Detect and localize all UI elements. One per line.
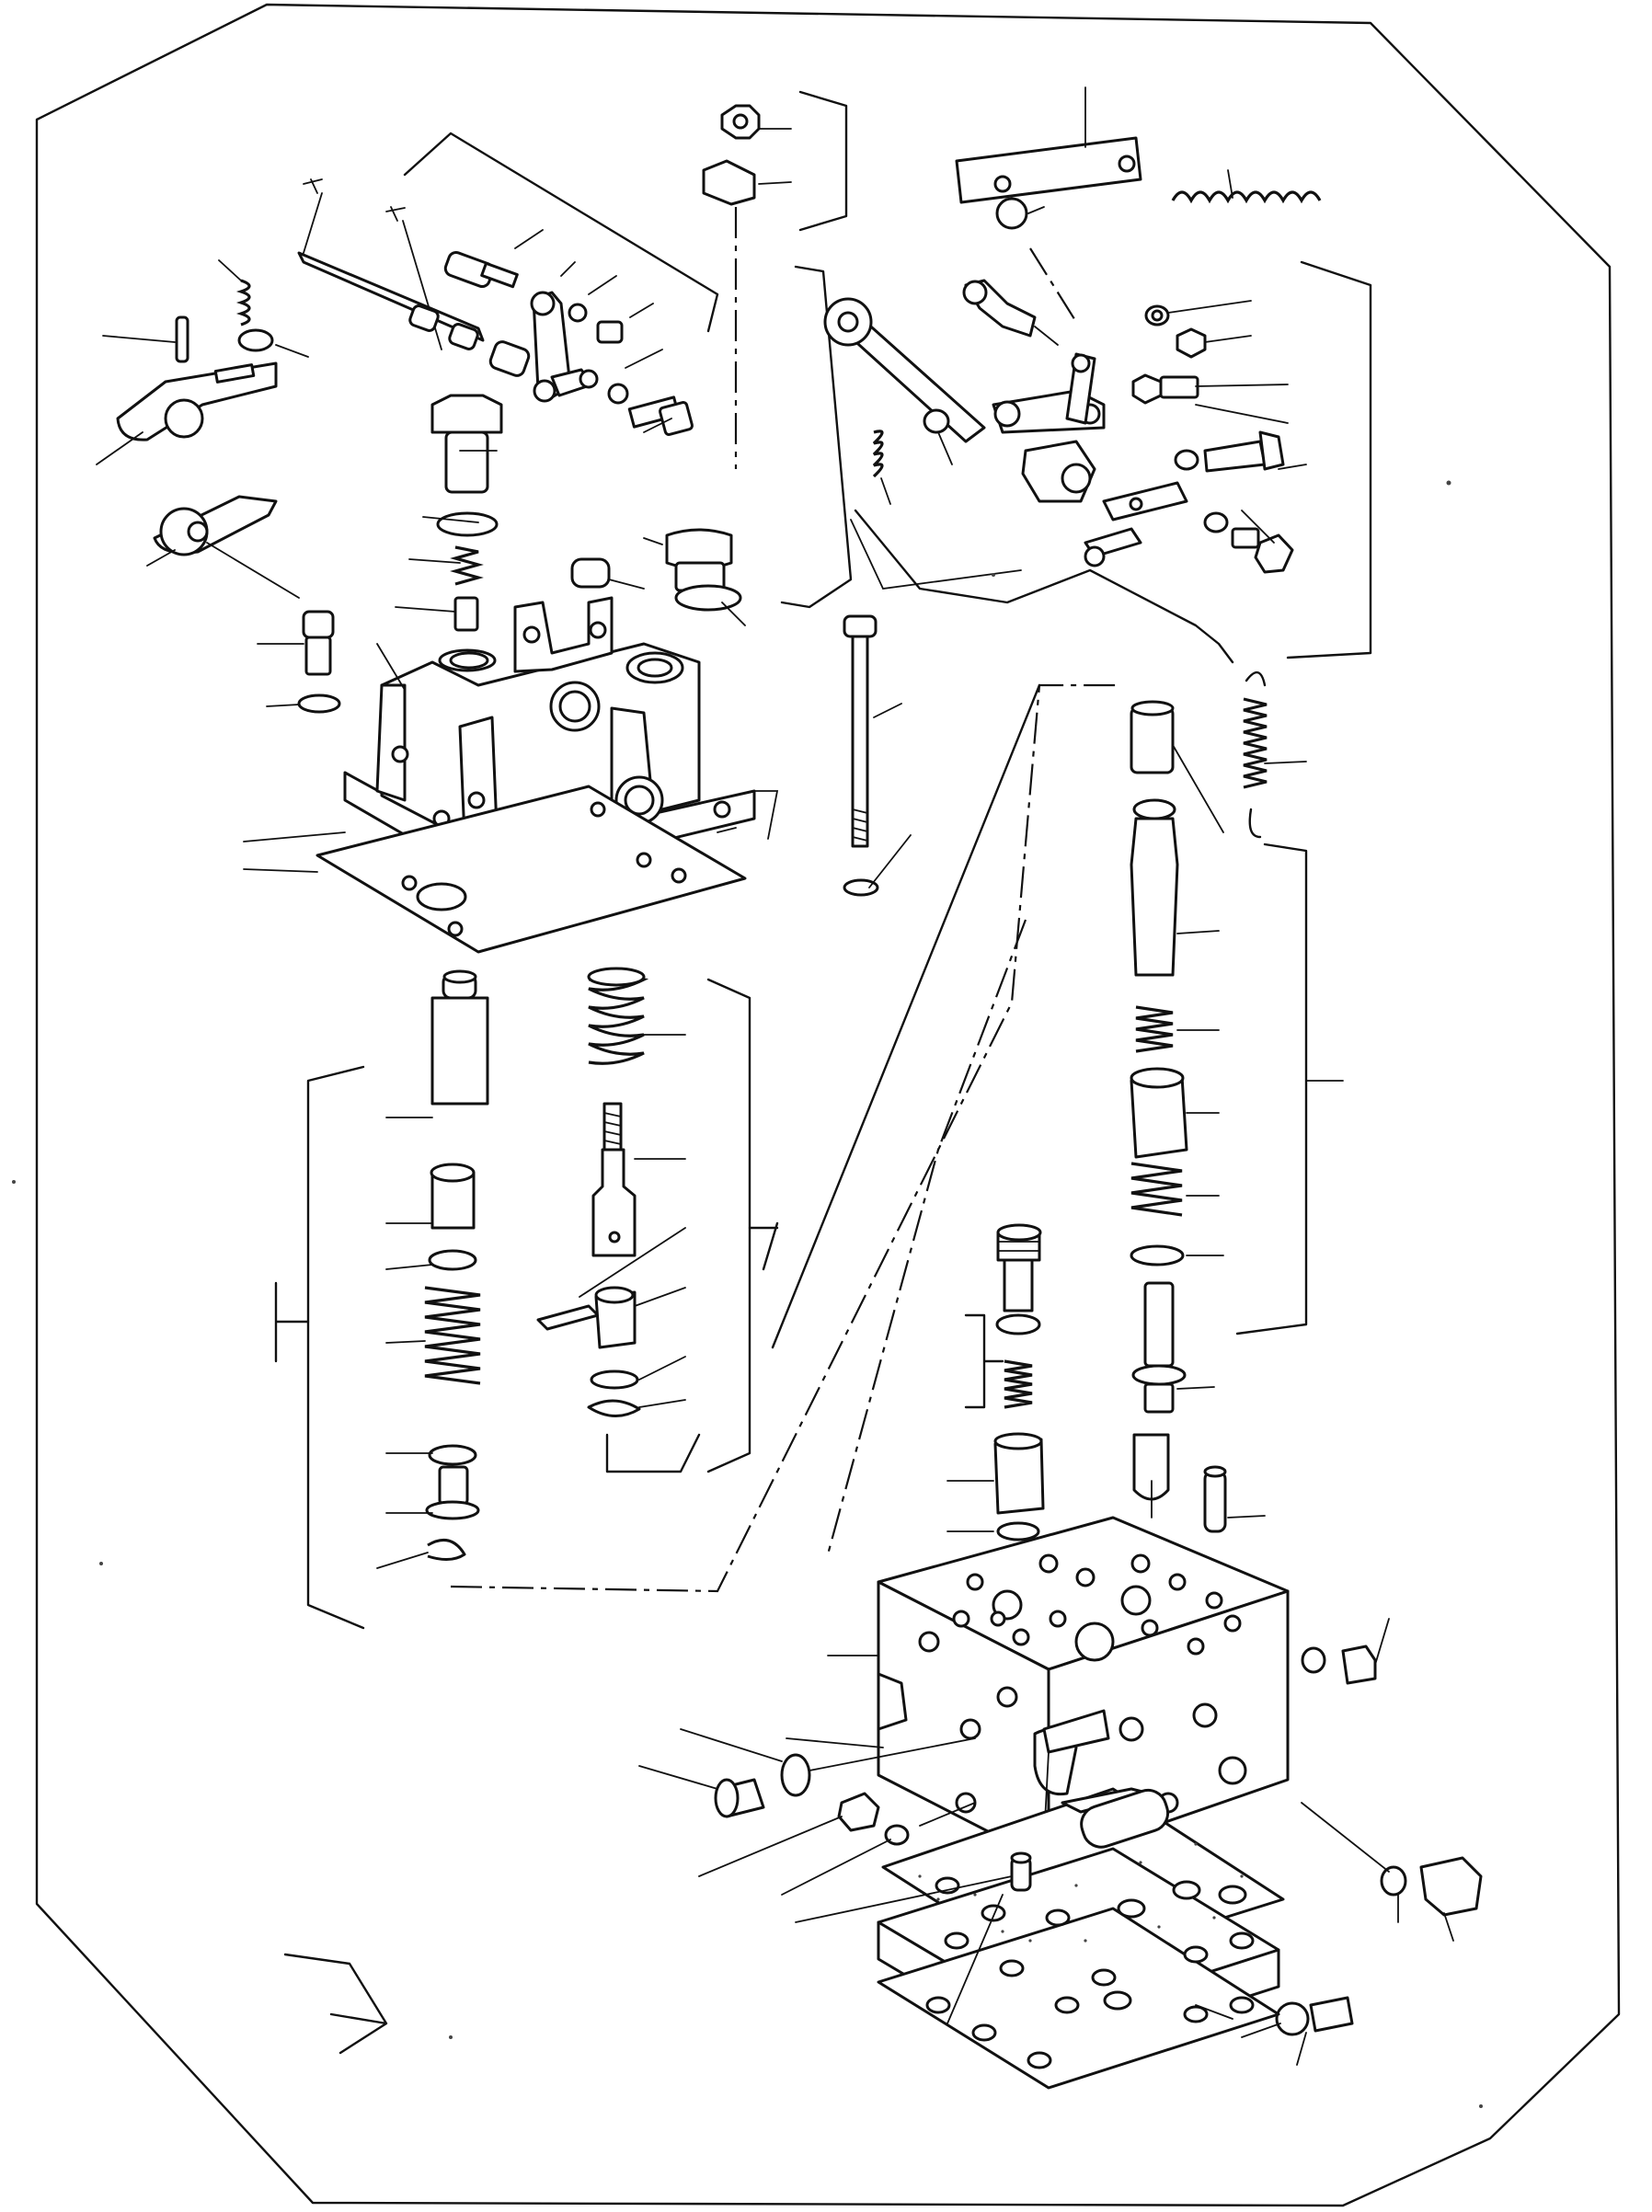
gasket-speckle: [918, 1842, 1244, 1943]
centre-spool-stack: [826, 919, 1045, 1555]
assembly-centre-line-b: [771, 683, 1041, 1349]
linkage-fasteners: [1131, 300, 1307, 574]
assembly-callout-leader: [283, 1953, 388, 2055]
left-pin-and-bracket: [96, 259, 309, 599]
lever-pin-group: [297, 132, 719, 436]
left-spool-stack: [274, 969, 489, 1630]
head-gasket: [243, 785, 747, 954]
base-plate-and-gaskets: [795, 1787, 1285, 2090]
right-spool-stack: [1130, 700, 1224, 1519]
valve-spring-stack: [536, 967, 779, 1473]
nut-and-clip: [702, 90, 848, 469]
assembly-centre-line: [450, 683, 1122, 1593]
valve-body-block: [827, 1465, 1290, 1864]
relief-plug-stack: [395, 394, 746, 672]
block-plugs-right: [1195, 1618, 1483, 2066]
assembly-outline: [35, 3, 1621, 2207]
return-spring: [1235, 671, 1344, 1335]
block-plugs-left: [638, 1728, 976, 1896]
long-tie-bolt: [843, 614, 912, 897]
linkage-arm-group: [780, 86, 1372, 664]
